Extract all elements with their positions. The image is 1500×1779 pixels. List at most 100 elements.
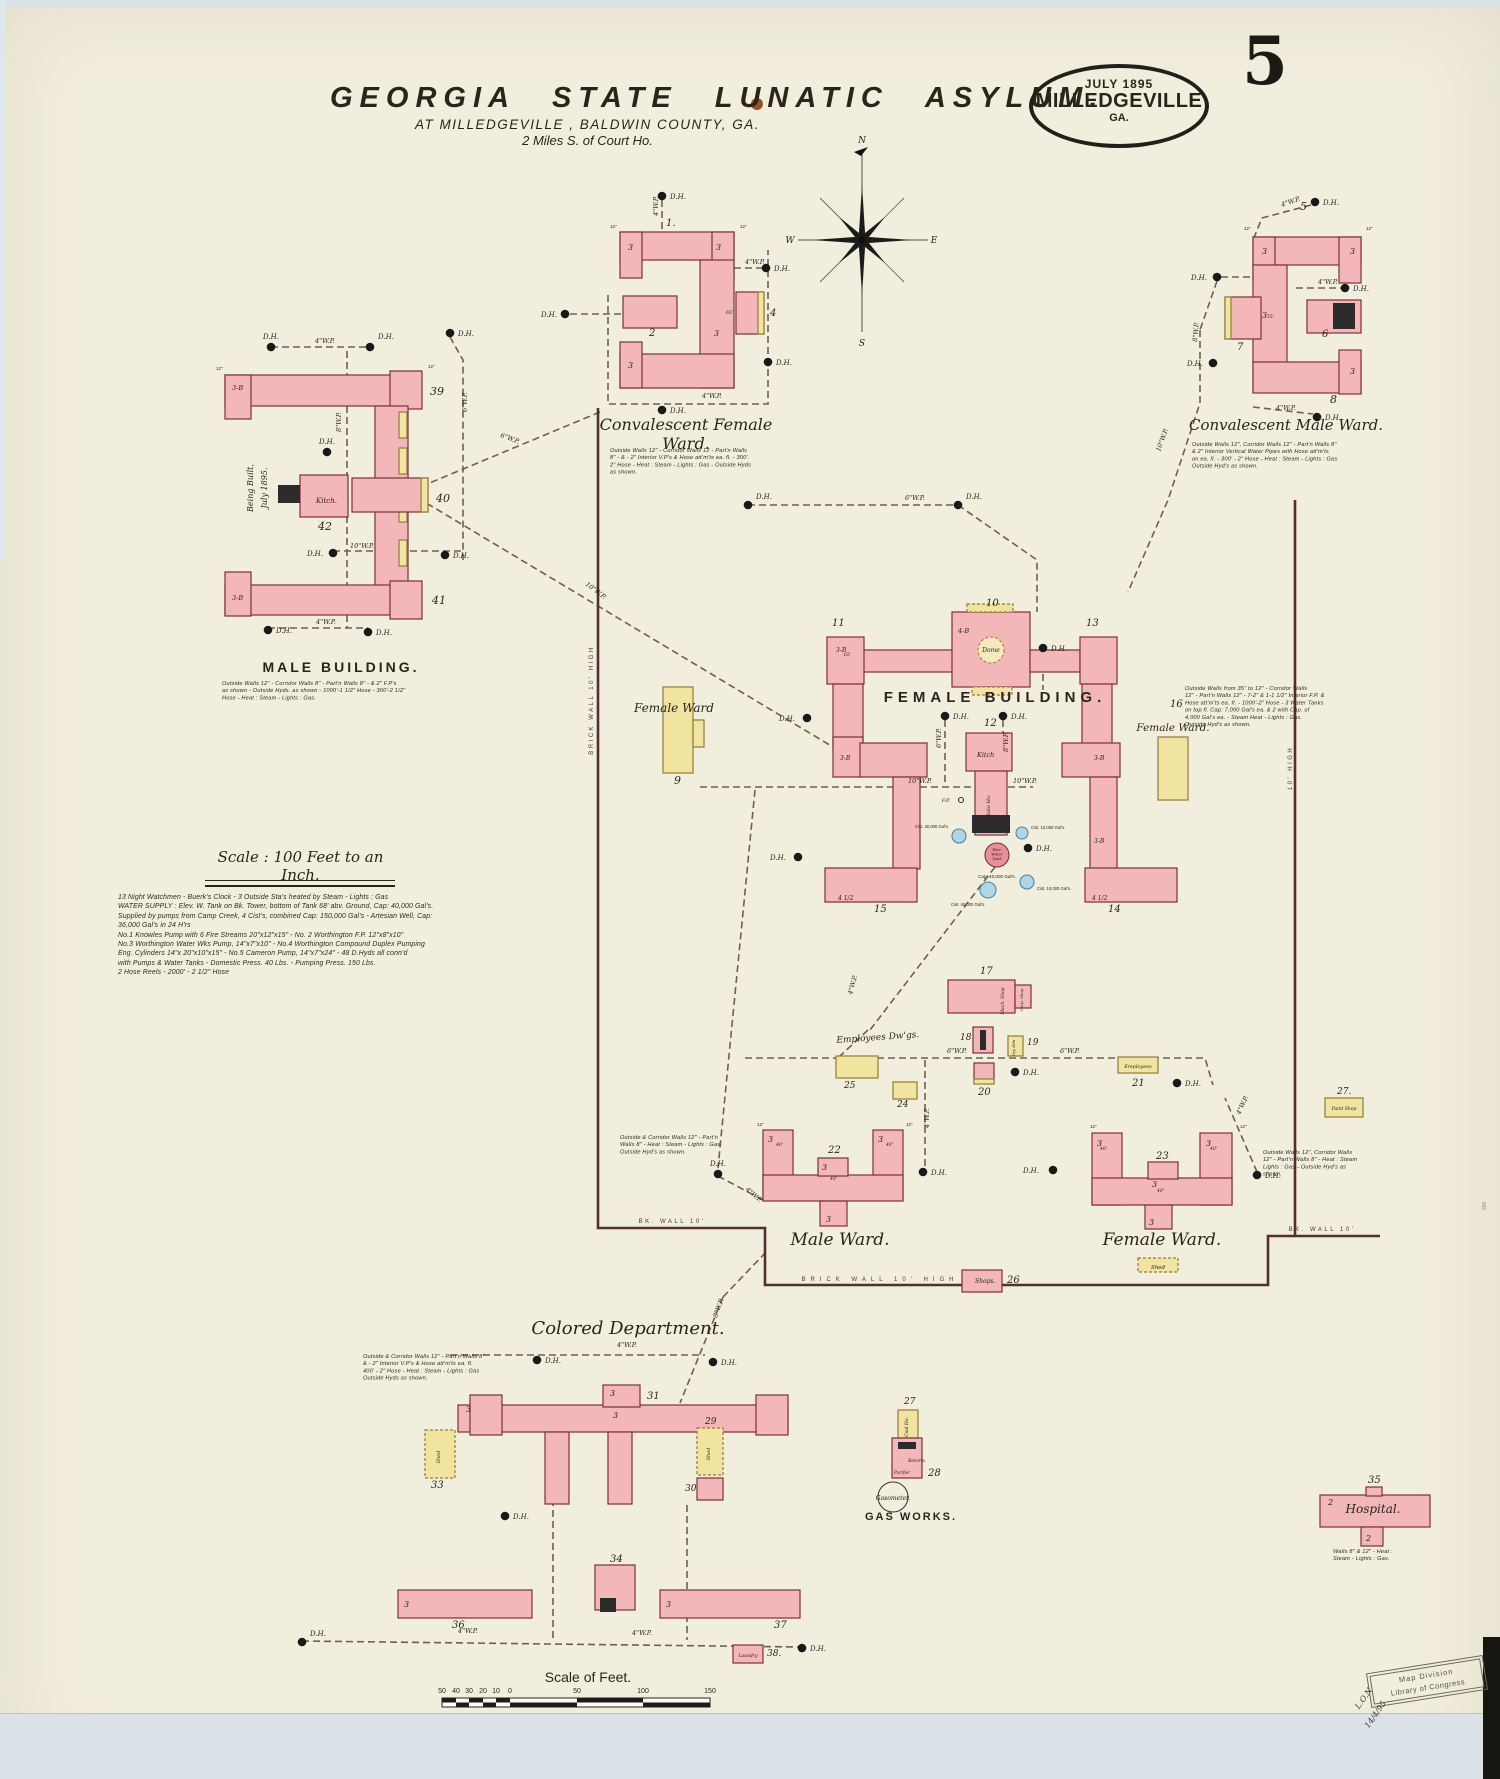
map-label: 6 (1322, 329, 1329, 340)
map-label: Ward. (662, 434, 710, 453)
compass-letter-w: W (785, 236, 795, 246)
map-label: 3 (404, 1600, 409, 1609)
double-hydrant-dot (1048, 1165, 1058, 1175)
map-label: 6"W.P. (461, 392, 469, 412)
double-hydrant-dot (440, 550, 450, 560)
building-footprint (1144, 1204, 1173, 1230)
map-label: Cist. 40,000 Gal's. (915, 824, 949, 829)
general-note-line: Supplied by pumps from Camp Creek, 4 Cis… (118, 912, 433, 920)
map-label: 8"W.P. (1002, 732, 1010, 752)
scale-bar-seg (483, 1702, 496, 1707)
brick-wall-line (596, 408, 1380, 1287)
scan-edge-top (0, 0, 1500, 8)
map-label: BRICK WALL 10' HIGH (589, 645, 595, 755)
general-note-line: with Pumps & Water Tanks - Domestic Pres… (118, 959, 376, 967)
double-hydrant-label: D.H. (540, 311, 557, 319)
map-label: 14 (1108, 904, 1121, 915)
map-label: 3-B (232, 594, 243, 602)
double-hydrant-dot (1172, 1078, 1182, 1088)
map-label: FEMALE BUILDING. (884, 689, 1107, 706)
map-label: 27. (1336, 1087, 1351, 1097)
building-footprint (1338, 349, 1362, 395)
map-label: 40' (885, 1142, 893, 1148)
map-label: 3 (768, 1135, 773, 1144)
double-hydrant-label: D.H. (1010, 713, 1027, 721)
map-label: 17 (980, 966, 993, 977)
scale-bar-seg (456, 1702, 469, 1707)
map-label: Kitch (976, 751, 994, 759)
double-hydrant-label: D.H. (1324, 414, 1341, 422)
building-footprint (861, 649, 955, 673)
water-pipe-line (957, 504, 1038, 612)
map-label: 6"W.P. (947, 1047, 967, 1055)
map-label: 3-B (1094, 755, 1105, 762)
water-pipe-line (745, 1057, 1214, 1086)
double-hydrant-label: D.H. (1322, 199, 1339, 207)
map-label: 10"W.P. (584, 580, 608, 601)
map-label: 4-B (957, 627, 969, 635)
map-label: Cist. 10,000 Gal's. (1037, 886, 1071, 891)
construction-note: Outside Walls 12" - Corridor Walls 12 - … (609, 448, 751, 476)
building-footprint (398, 411, 408, 439)
map-label: July 1895. (260, 468, 269, 511)
building-footprint (817, 1157, 849, 1177)
double-hydrant-label: D.H. (1022, 1069, 1039, 1077)
building-boiler-block (980, 1030, 986, 1050)
map-label: Shops. (975, 1278, 996, 1285)
double-hydrant-label: D.H. (275, 627, 292, 635)
building-footprint (424, 1429, 456, 1479)
map-label: 6"W.P. (935, 728, 943, 748)
double-hydrant-dot (793, 852, 803, 862)
building-footprint (692, 719, 705, 748)
construction-note: Outside Walls from 35" to 12" - Corridor… (1185, 686, 1325, 728)
map-label: 31 (647, 1391, 660, 1402)
double-hydrant-label: D.H. (1352, 285, 1369, 293)
double-hydrant-dot (1208, 358, 1218, 368)
double-hydrant-dot (1252, 1170, 1262, 1180)
double-hydrant-label: D.H. (1050, 645, 1067, 653)
double-hydrant-dot (1038, 643, 1048, 653)
double-hydrant-dot (953, 500, 963, 510)
map-label: 590 (1482, 1201, 1488, 1210)
map-label: 39 (430, 385, 444, 398)
building-boiler-block (898, 1442, 916, 1449)
building-footprint (1319, 1494, 1431, 1528)
city-date-badge: JULY 1895 MILLEDGEVILLE GA. (1029, 64, 1209, 148)
double-hydrant-dot (940, 711, 950, 721)
map-label: 3 (1206, 1139, 1211, 1148)
double-hydrant-label: D.H. (809, 1645, 826, 1653)
building-footprint (1081, 683, 1113, 749)
double-hydrant-label: D.H. (306, 550, 323, 558)
map-label: Laundry (737, 1653, 757, 1659)
map-label: Female Ward. (1102, 1230, 1222, 1250)
scale-statement: Scale : 100 Feet to an Inch. (217, 848, 384, 884)
map-label: F.P. (941, 798, 951, 804)
building-footprint (1324, 1097, 1364, 1118)
map-label: Scale of Feet. (545, 1669, 631, 1685)
building-footprint (755, 1394, 789, 1436)
building-footprint (602, 1384, 641, 1408)
map-label: GAS WORKS. (865, 1511, 957, 1523)
map-label: 3 (826, 1215, 831, 1224)
double-hydrant-label: D.H. (318, 438, 335, 446)
building-footprint (1079, 636, 1118, 685)
building-footprint (1147, 1161, 1179, 1180)
map-label: 37 (774, 1620, 787, 1631)
map-label: Being Built, (246, 464, 255, 513)
compass-north-bird (854, 147, 868, 156)
map-label: 8"W.P. (335, 412, 343, 432)
double-hydrant-label: D.H. (309, 1630, 326, 1638)
map-label: 42 (317, 520, 332, 533)
double-hydrant-dot (322, 447, 332, 457)
general-note-line: Eng. Cylinders 14"x 20"x10"x15" - No.5 C… (118, 950, 408, 958)
map-label: Employees (1123, 1064, 1152, 1070)
map-label: 3 (466, 1405, 471, 1414)
building-footprint (971, 686, 1013, 696)
water-pipe-line (839, 1029, 869, 1057)
map-label: 3 (1152, 1180, 1157, 1189)
building-boiler-block (600, 1598, 616, 1612)
building-footprint (732, 1644, 764, 1664)
building-footprint (1360, 1526, 1384, 1547)
double-hydrant-dot (266, 342, 276, 352)
